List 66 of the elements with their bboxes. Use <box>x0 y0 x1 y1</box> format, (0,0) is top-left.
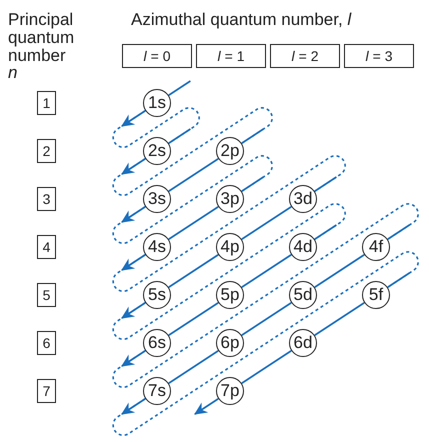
quantum-number-box: l = 0 <box>122 44 192 68</box>
orbital-circle: 6s <box>143 329 171 357</box>
diagonal-line <box>168 254 219 288</box>
variable-label: n <box>8 64 18 82</box>
arrow <box>121 302 146 319</box>
diagonal-line <box>241 176 264 192</box>
diagonal-line <box>314 224 337 240</box>
diagonal-line <box>168 80 191 96</box>
quantum-number-box: l = 3 <box>344 44 414 68</box>
dashed-loop <box>112 203 346 340</box>
diagonal-line <box>241 128 264 144</box>
orbital-circle: 2s <box>143 137 171 165</box>
diagonal-line <box>168 302 219 336</box>
quantum-number-box: 1 <box>37 91 56 115</box>
diagonal-line <box>241 206 292 240</box>
orbital-circle: 4f <box>362 233 390 261</box>
diagonal-line <box>241 254 292 288</box>
orbital-circle: 6p <box>216 329 244 357</box>
quantum-number-box: l = 1 <box>196 44 266 68</box>
arrow <box>121 398 146 415</box>
dashed-loop <box>112 155 273 244</box>
diagonal-line <box>241 302 292 336</box>
orbital-circle: 3s <box>143 185 171 213</box>
orbital-circle: 6d <box>289 329 317 357</box>
orbital-circle: 4s <box>143 233 171 261</box>
quantum-number-box: 5 <box>37 283 56 307</box>
arrow <box>194 398 219 415</box>
arrow <box>121 158 146 175</box>
arrow <box>121 254 146 271</box>
orbital-circle: 4p <box>216 233 244 261</box>
orbital-circle: 5f <box>362 281 390 309</box>
dashed-loop <box>112 107 200 148</box>
arrow <box>121 110 146 127</box>
arrow <box>121 206 146 223</box>
diagonal-line <box>314 302 365 336</box>
axis-heading: Azimuthal quantum number, l <box>131 11 352 29</box>
dashed-loop <box>112 155 346 292</box>
quantum-number-box: 2 <box>37 139 56 163</box>
diagonal-line <box>168 206 219 240</box>
orbital-circle: 3p <box>216 185 244 213</box>
orbital-circle: 5d <box>289 281 317 309</box>
diagonal-line <box>387 272 410 288</box>
arrow <box>121 350 146 367</box>
orbital-circle: 5s <box>143 281 171 309</box>
quantum-number-box: 4 <box>37 235 56 259</box>
diagonal-line <box>387 224 410 240</box>
dashed-loop <box>112 203 419 388</box>
dashed-loop <box>112 251 419 436</box>
orbital-circle: 7p <box>216 377 244 405</box>
diagonal-line <box>314 254 365 288</box>
orbital-circle: 7s <box>143 377 171 405</box>
quantum-number-box: 3 <box>37 187 56 211</box>
orbital-circle: 1s <box>143 89 171 117</box>
quantum-number-box: 6 <box>37 331 56 355</box>
diagonal-line <box>168 350 219 384</box>
quantum-number-box: 7 <box>37 379 56 403</box>
diagonal-line <box>241 350 292 384</box>
diagonal-line <box>168 128 191 144</box>
diagonal-line <box>168 158 219 192</box>
dashed-loop <box>112 107 273 196</box>
orbital-circle: 4d <box>289 233 317 261</box>
quantum-number-box: l = 2 <box>270 44 340 68</box>
orbital-circle: 5p <box>216 281 244 309</box>
orbital-circle: 3d <box>289 185 317 213</box>
orbital-circle: 2p <box>216 137 244 165</box>
diagonal-line <box>314 176 337 192</box>
